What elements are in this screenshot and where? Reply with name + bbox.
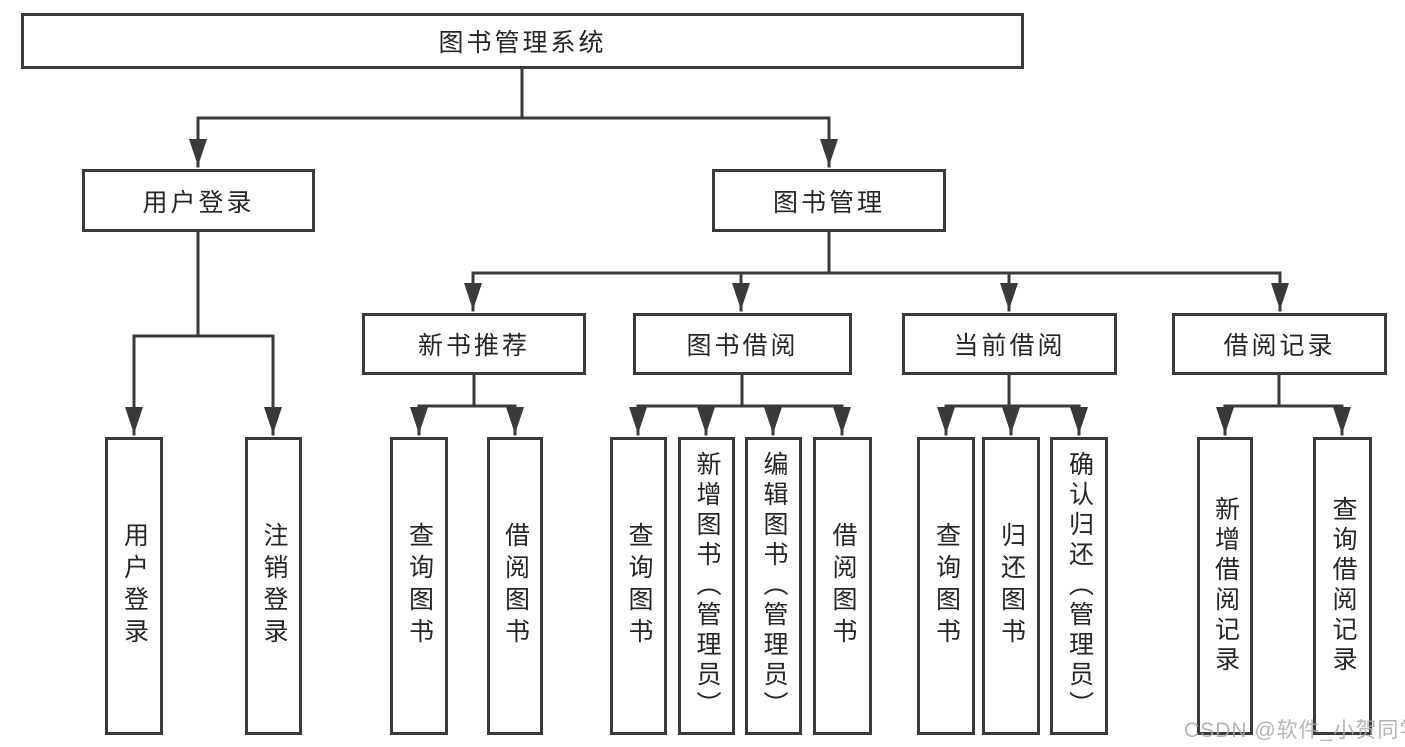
connector-new-book-rec-to-leaves xyxy=(410,373,524,436)
node-leaf-query-books-borrow-label: 查询图书 xyxy=(625,522,653,650)
node-book-borrow-label: 图书借阅 xyxy=(686,332,799,360)
node-user-login-label: 用户登录 xyxy=(142,188,255,217)
node-leaf-query-borrow-record-label: 查询借阅记录 xyxy=(1329,496,1357,676)
node-new-book-recommend-label: 新书推荐 xyxy=(417,332,530,360)
node-leaf-user-login-action-label: 用户登录 xyxy=(120,522,149,650)
connector-book-borrow-to-leaves xyxy=(629,373,851,436)
node-leaf-query-books-current: 查询图书 xyxy=(917,437,975,735)
node-leaf-borrow-books-recommend-label: 借阅图书 xyxy=(501,522,530,650)
node-current-borrow-label: 当前借阅 xyxy=(953,332,1066,360)
connector-root-to-level2 xyxy=(189,67,838,168)
node-leaf-borrow-books-recommend: 借阅图书 xyxy=(487,437,543,735)
node-leaf-confirm-return-admin-label: 确认归还（管理员） xyxy=(1065,451,1094,721)
node-leaf-add-books-admin: 新增图书（管理员） xyxy=(678,437,735,735)
node-leaf-logout-action: 注销登录 xyxy=(245,437,302,735)
node-leaf-return-books-label: 归还图书 xyxy=(997,522,1026,650)
node-book-management: 图书管理 xyxy=(712,169,946,232)
node-leaf-user-login-action: 用户登录 xyxy=(105,437,163,735)
node-leaf-add-borrow-record: 新增借阅记录 xyxy=(1197,437,1253,735)
node-user-login: 用户登录 xyxy=(82,169,315,232)
node-leaf-borrow-books: 借阅图书 xyxy=(813,437,872,735)
node-borrow-record-label: 借阅记录 xyxy=(1223,332,1336,360)
node-leaf-add-borrow-record-label: 新增借阅记录 xyxy=(1211,496,1240,676)
connector-current-borrow-to-leaves xyxy=(937,373,1088,436)
node-leaf-edit-books-admin-label: 编辑图书（管理员） xyxy=(760,451,788,721)
connector-user-login-to-leaves xyxy=(125,230,282,436)
node-leaf-confirm-return-admin: 确认归还（管理员） xyxy=(1050,437,1108,735)
node-leaf-return-books: 归还图书 xyxy=(982,437,1040,735)
node-leaf-query-books-recommend: 查询图书 xyxy=(390,437,448,735)
node-leaf-query-books-current-label: 查询图书 xyxy=(932,522,961,650)
connector-borrow-record-to-leaves xyxy=(1216,373,1351,436)
node-leaf-add-books-admin-label: 新增图书（管理员） xyxy=(693,451,721,721)
node-leaf-borrow-books-label: 借阅图书 xyxy=(829,522,857,650)
node-book-borrow: 图书借阅 xyxy=(633,313,852,375)
node-new-book-recommend: 新书推荐 xyxy=(362,313,586,375)
node-leaf-query-books-recommend-label: 查询图书 xyxy=(405,522,434,650)
node-borrow-record: 借阅记录 xyxy=(1172,313,1387,375)
node-leaf-query-books-borrow: 查询图书 xyxy=(610,437,667,735)
node-book-management-label: 图书管理 xyxy=(772,188,885,217)
node-current-borrow: 当前借阅 xyxy=(902,313,1117,375)
node-leaf-edit-books-admin: 编辑图书（管理员） xyxy=(745,437,802,735)
csdn-watermark: CSDN @软件_小贺同学 xyxy=(1184,719,1405,742)
connector-book-mgmt-to-level3 xyxy=(464,230,1289,312)
node-root-system-label: 图书管理系统 xyxy=(438,29,607,57)
node-leaf-query-borrow-record: 查询借阅记录 xyxy=(1313,437,1372,735)
node-leaf-logout-action-label: 注销登录 xyxy=(260,522,288,650)
node-root-system: 图书管理系统 xyxy=(21,13,1024,69)
